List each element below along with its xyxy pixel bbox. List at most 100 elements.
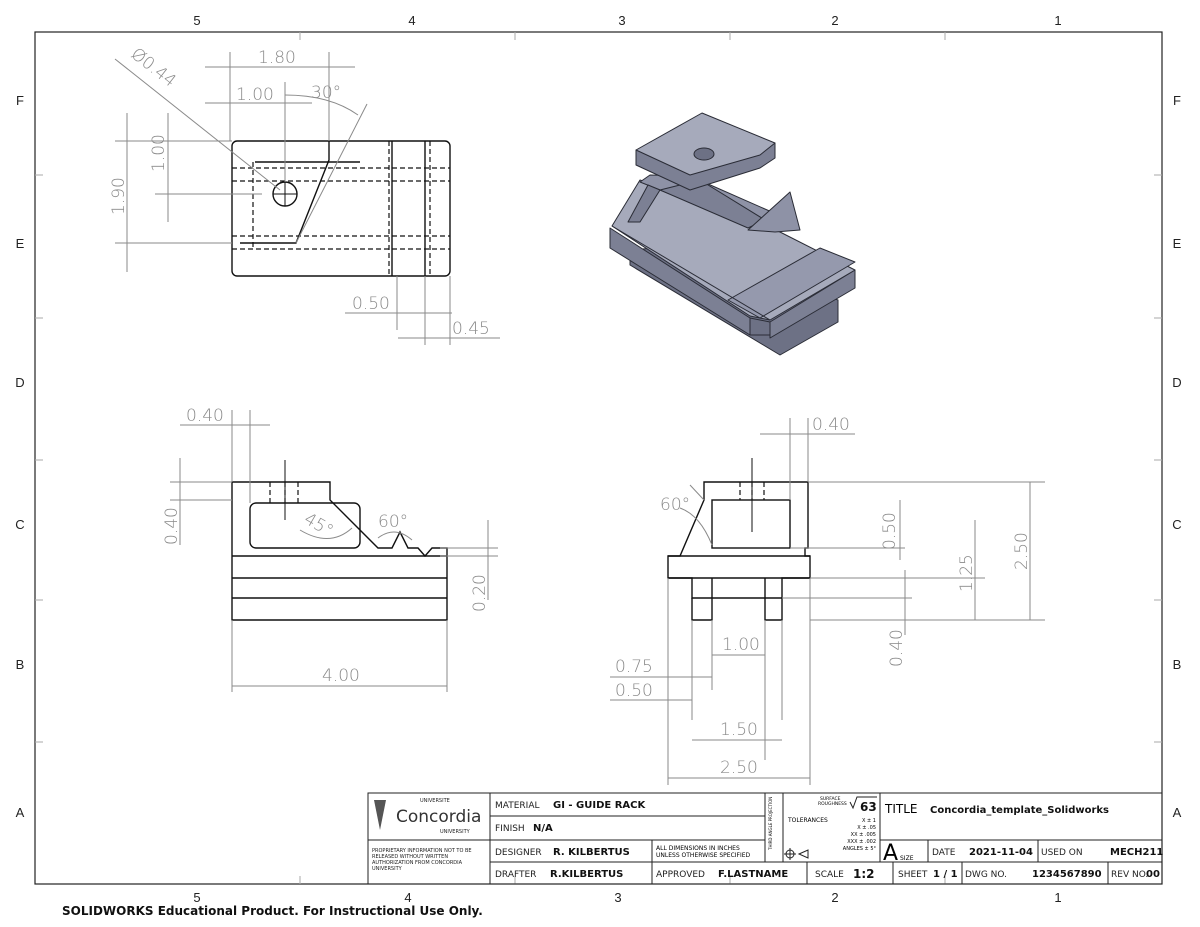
designer-label: DESIGNER: [495, 848, 542, 858]
side-view: 0.40 60° 0.50 2.50 1.25 0.40 1.00 0.75 0…: [610, 415, 1045, 785]
dim-0-40-side-bottom: 0.40: [887, 629, 907, 667]
material-value: GI - GUIDE RACK: [553, 800, 646, 811]
material-label: MATERIAL: [495, 801, 540, 811]
zone-col-2-bottom: 2: [831, 890, 838, 905]
rev-no-label: REV NO.: [1111, 870, 1148, 880]
size-letter: A: [883, 841, 898, 866]
drafter-label: DRAFTER: [495, 870, 536, 880]
dim-0-40-horizontal: 0.40: [186, 406, 224, 426]
zone-col-3: 3: [618, 13, 625, 28]
dim-diameter-0-44: Ø0.44: [127, 44, 180, 91]
zone-row-e-right: E: [1173, 236, 1182, 251]
dim-2-50-horizontal: 2.50: [720, 758, 758, 778]
proprietary-line: PROPRIETARY INFORMATION NOT TO BE: [372, 848, 472, 854]
dim-0-50-side-bottom: 0.50: [615, 681, 653, 701]
zone-row-c: C: [15, 517, 24, 532]
dimensions-note-line: UNLESS OTHERWISE SPECIFIED: [656, 852, 751, 859]
front-view: 0.40 0.40 45° 60° 0.20 4.00: [162, 406, 498, 692]
approved-value: F.LASTNAME: [718, 869, 788, 880]
title-label: TITLE: [884, 802, 917, 816]
sheet-value: 1 / 1: [933, 869, 958, 880]
tolerance-value: XX ± .005: [851, 832, 876, 838]
tolerance-value: XXX ± .002: [847, 839, 876, 845]
logo-bottom-text: UNIVERSITY: [440, 829, 471, 835]
dim-30-deg: 30°: [311, 83, 341, 103]
zone-row-e: E: [16, 236, 25, 251]
concordia-logo-icon: [374, 800, 386, 830]
zone-row-a-right: A: [1173, 805, 1182, 820]
scale-label: SCALE: [815, 870, 844, 880]
zone-col-3-bottom: 3: [614, 890, 621, 905]
dim-60-deg-side: 60°: [660, 495, 690, 515]
zone-row-c-right: C: [1172, 517, 1181, 532]
top-view: 1.80 1.00 30° Ø0.44 1.90 1.00 0.50 0.45: [109, 44, 500, 345]
dim-1-00-horizontal: 1.00: [236, 85, 274, 105]
zone-col-1: 1: [1054, 13, 1061, 28]
title-value: Concordia_template_Solidworks: [930, 805, 1109, 816]
dim-0-50-side: 0.50: [880, 512, 900, 550]
dim-60-deg-front: 60°: [378, 512, 408, 532]
rev-no-value: 00: [1146, 869, 1160, 880]
dim-4-00: 4.00: [322, 666, 360, 686]
designer-value: R. KILBERTUS: [553, 847, 630, 858]
date-label: DATE: [932, 848, 956, 858]
zone-col-2: 2: [831, 13, 838, 28]
dim-0-50: 0.50: [352, 294, 390, 314]
sheet-label: SHEET: [898, 870, 928, 880]
dim-2-50-vertical: 2.50: [1012, 532, 1032, 570]
zone-row-d-right: D: [1172, 375, 1181, 390]
dim-1-50: 1.50: [720, 720, 758, 740]
drafter-value: R.KILBERTUS: [550, 869, 623, 880]
dim-1-80: 1.80: [258, 48, 296, 68]
dim-0-20: 0.20: [470, 574, 490, 612]
logo-top-text: UNIVERSITE: [420, 798, 450, 804]
isometric-view: [609, 112, 856, 356]
zone-col-4-bottom: 4: [404, 890, 411, 905]
surface-roughness-label: ROUGHNESS: [818, 801, 847, 807]
proprietary-line: AUTHORIZATION FROM CONCORDIA: [372, 860, 463, 866]
title-block: UNIVERSITE Concordia UNIVERSITY PROPRIET…: [367, 792, 1163, 885]
tolerance-value: X ± .05: [857, 825, 876, 831]
finish-label: FINISH: [495, 824, 525, 834]
dimensions-note-line: ALL DIMENSIONS IN INCHES: [656, 845, 740, 852]
sheet-border: [34, 31, 1163, 885]
finish-value: N/A: [533, 823, 553, 834]
proprietary-line: UNIVERSITY: [372, 866, 403, 872]
dim-45-deg: 45°: [301, 509, 337, 541]
educational-watermark-text: SOLIDWORKS Educational Product. For Inst…: [62, 904, 483, 918]
logo-text: Concordia: [396, 807, 481, 827]
approved-label: APPROVED: [656, 870, 705, 880]
proprietary-line: RELEASED WITHOUT WRITTEN: [372, 854, 448, 860]
zone-row-f: F: [16, 93, 24, 108]
surface-roughness-label: SURFACE: [820, 796, 841, 802]
tolerance-value: X ± 1: [862, 818, 876, 824]
zone-col-5: 5: [193, 13, 200, 28]
dim-1-00-vertical: 1.00: [149, 134, 169, 172]
surface-roughness-value: 63: [860, 800, 877, 814]
zone-row-b: B: [16, 657, 25, 672]
zone-row-b-right: B: [1173, 657, 1182, 672]
third-angle-label: THIRD ANGLE PROJECTION: [768, 797, 773, 851]
zone-row-d: D: [15, 375, 24, 390]
zone-col-4: 4: [408, 13, 415, 28]
zone-col-5-bottom: 5: [193, 890, 200, 905]
used-on-value: MECH211: [1110, 847, 1163, 858]
dim-1-00-side: 1.00: [722, 635, 760, 655]
zone-col-1-bottom: 1: [1054, 890, 1061, 905]
zone-row-f-right: F: [1173, 93, 1181, 108]
scale-value: 1:2: [853, 867, 875, 881]
tolerances-label: TOLERANCES: [787, 817, 828, 824]
dwg-no-value: 1234567890: [1032, 869, 1102, 880]
dim-0-75: 0.75: [615, 657, 653, 677]
dwg-no-label: DWG NO.: [965, 870, 1007, 880]
zone-labels: 5 4 3 2 1 5 4 3 2 1 F E D C B A F E D C …: [15, 13, 1181, 905]
dim-0-40-vertical: 0.40: [162, 507, 182, 545]
third-angle-projection-icon: [784, 848, 809, 860]
date-value: 2021-11-04: [969, 847, 1033, 858]
size-label: SIZE: [900, 855, 914, 862]
dim-0-45: 0.45: [452, 319, 490, 339]
dim-1-90: 1.90: [109, 177, 129, 215]
dim-0-40-side-top: 0.40: [812, 415, 850, 435]
tolerance-value: ANGLES ± 5°: [843, 846, 877, 852]
